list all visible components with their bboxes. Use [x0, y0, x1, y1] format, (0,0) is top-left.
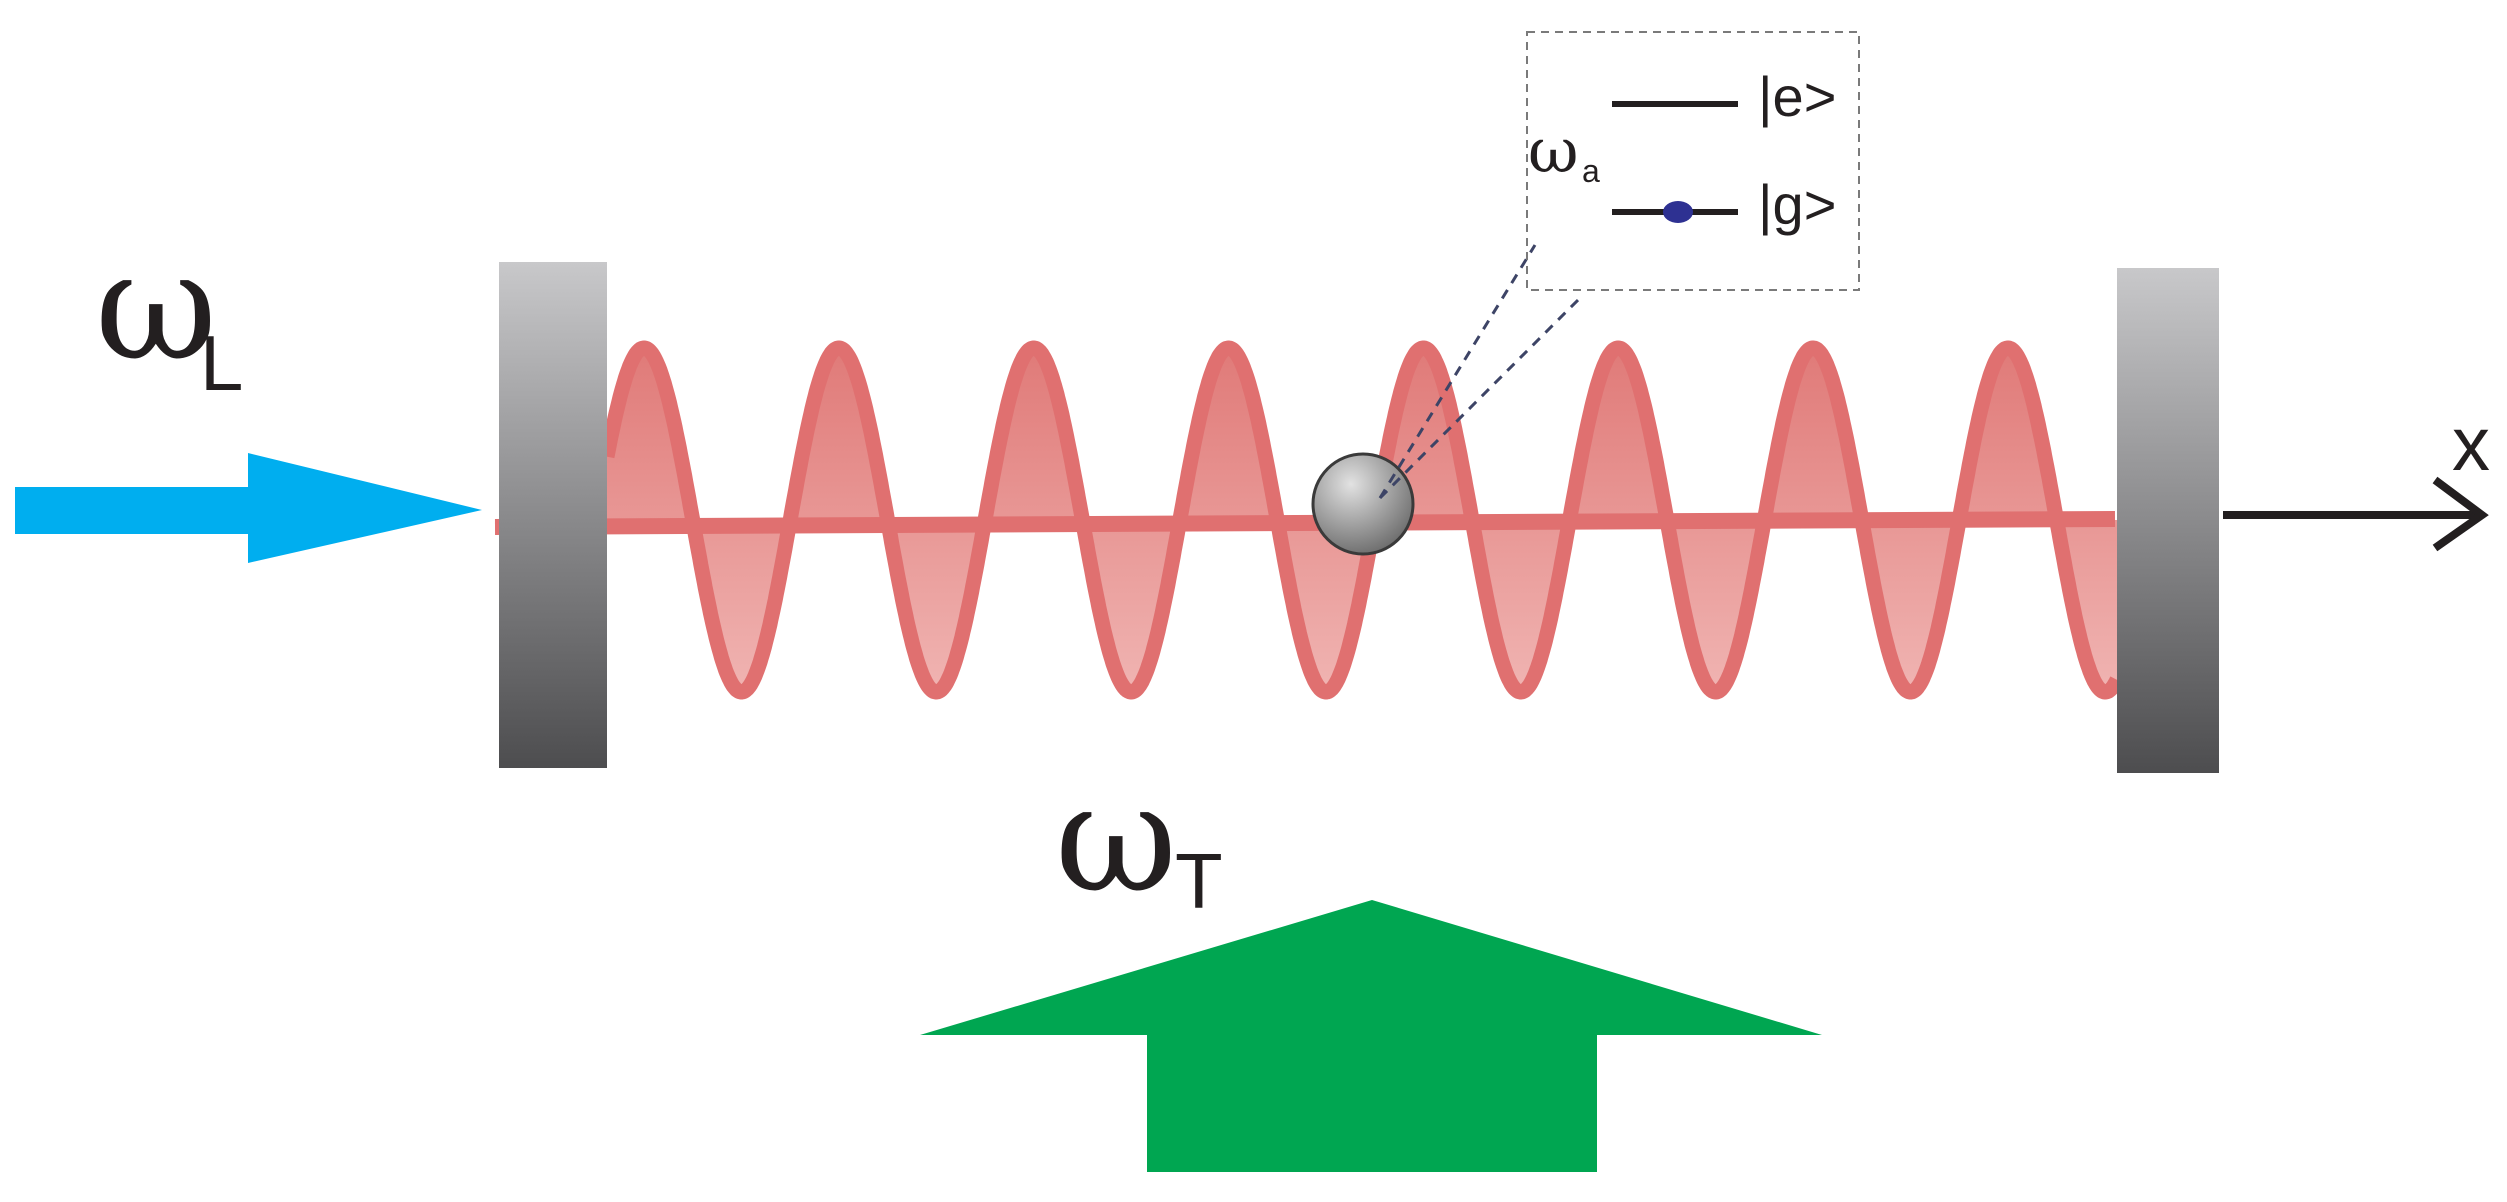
transverse-pump-arrow [920, 900, 1822, 1172]
right-mirror [2117, 268, 2219, 773]
left-mirror [499, 262, 607, 768]
laser-frequency-symbol: ω [95, 220, 217, 394]
atom-frequency-subscript: a [1582, 153, 1600, 189]
cavity-axis-line [494, 511, 2116, 535]
cavity-standing-wave [494, 340, 2124, 700]
standing-wave-line [599, 340, 2124, 700]
energy-level-inset: |e> |g> ω a [1526, 31, 1860, 291]
excited-state-label: |e> [1758, 65, 1836, 128]
inset-box [1526, 31, 1860, 291]
transverse-frequency-subscript: T [1175, 837, 1223, 925]
laser-pump-arrow [15, 453, 482, 563]
atom-frequency-symbol: ω [1528, 114, 1579, 187]
inset-zoom-lines [1378, 244, 1580, 500]
transverse-frequency-symbol: ω [1055, 752, 1177, 926]
ground-state-population-dot [1663, 201, 1693, 223]
atom [1311, 452, 1415, 556]
x-axis-arrow [2223, 476, 2489, 552]
laser-frequency-subscript: L [200, 319, 243, 407]
x-axis-label: x [2452, 402, 2490, 487]
ground-state-label: |g> [1758, 173, 1836, 236]
